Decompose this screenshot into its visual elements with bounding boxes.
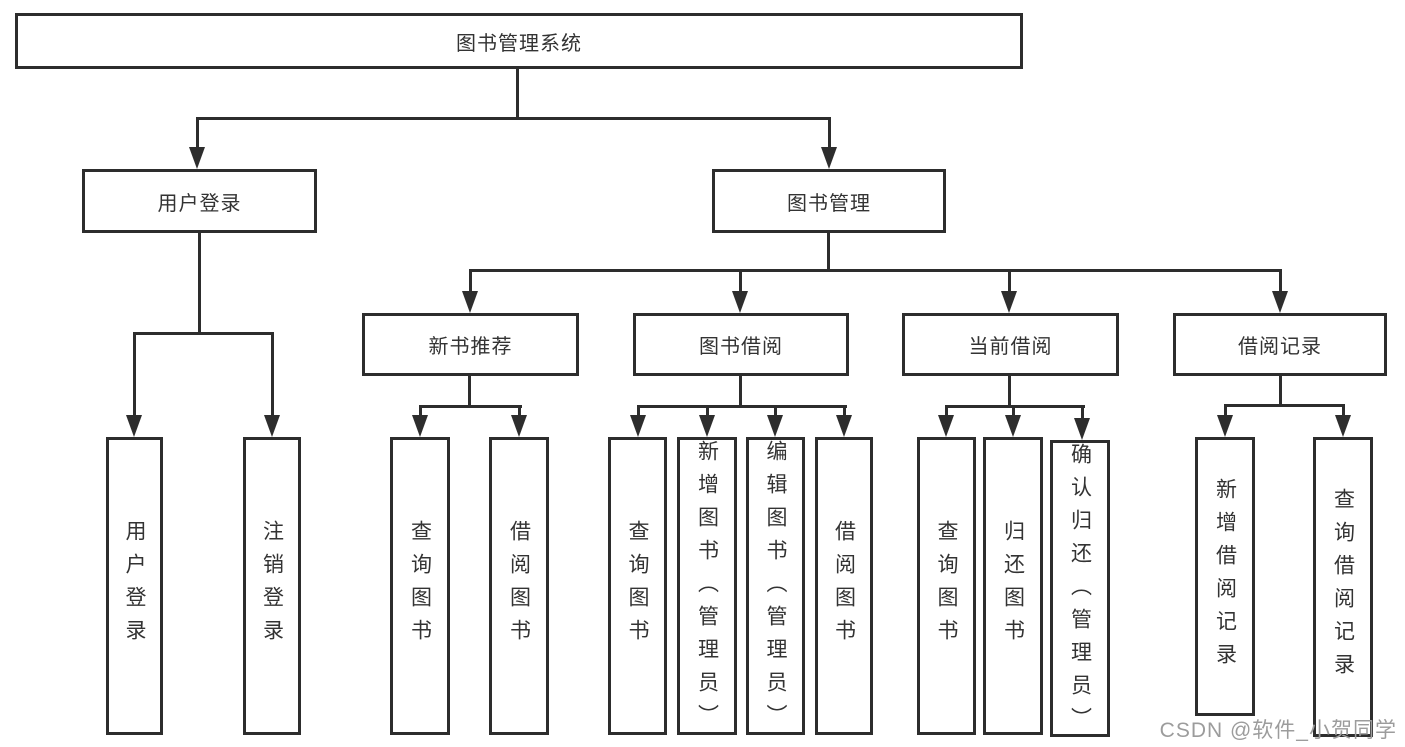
arrow-down-icon bbox=[412, 415, 428, 437]
arrow-down-icon bbox=[1272, 291, 1288, 313]
connector-vline bbox=[1081, 405, 1084, 419]
csdn-watermark: CSDN @软件_小贺同学 bbox=[1159, 719, 1397, 742]
connector-vline bbox=[945, 405, 948, 416]
connector-vline bbox=[133, 332, 136, 415]
connector-vline bbox=[196, 117, 199, 147]
connector-hline bbox=[1224, 404, 1345, 407]
arrow-down-icon bbox=[821, 147, 837, 169]
node-library-management-system: 图书管理系统 bbox=[15, 13, 1023, 69]
node-label: 图书管理 bbox=[787, 192, 871, 215]
node-add-book-admin: 新增图书（管理员） bbox=[677, 437, 737, 737]
node-label: 查询图书 bbox=[935, 520, 958, 652]
node-current-borrowing: 当前借阅 bbox=[902, 313, 1119, 376]
node-book-borrowing: 图书借阅 bbox=[633, 313, 849, 376]
arrow-down-icon bbox=[264, 415, 280, 437]
node-book-management: 图书管理 bbox=[712, 169, 946, 233]
connector-vline bbox=[739, 376, 742, 408]
arrow-down-icon bbox=[699, 415, 715, 437]
node-logout: 注销登录 bbox=[243, 437, 301, 735]
connector-vline bbox=[827, 233, 830, 272]
arrow-down-icon bbox=[189, 147, 205, 169]
node-search-books-recommend: 查询图书 bbox=[390, 437, 450, 735]
arrow-down-icon bbox=[732, 291, 748, 313]
arrow-down-icon bbox=[511, 415, 527, 437]
node-label: 图书借阅 bbox=[699, 336, 783, 358]
node-user-login-group: 用户登录 bbox=[82, 169, 317, 233]
arrow-down-icon bbox=[836, 415, 852, 437]
node-label: 编辑图书（管理员） bbox=[764, 440, 787, 737]
node-label: 借阅图书 bbox=[507, 520, 531, 652]
node-label: 当前借阅 bbox=[968, 336, 1053, 358]
node-label: 用户登录 bbox=[157, 192, 242, 215]
node-label: 查询借阅记录 bbox=[1331, 488, 1355, 686]
connector-vline bbox=[1279, 376, 1282, 407]
node-borrowing-records: 借阅记录 bbox=[1173, 313, 1387, 376]
connector-hline bbox=[133, 332, 274, 335]
connector-vline bbox=[739, 269, 742, 292]
connector-hline bbox=[419, 405, 522, 408]
node-borrow-books-recommend: 借阅图书 bbox=[489, 437, 549, 735]
connector-vline bbox=[1008, 269, 1011, 292]
connector-vline bbox=[469, 269, 472, 292]
arrow-down-icon bbox=[1074, 418, 1090, 440]
node-search-books-current: 查询图书 bbox=[917, 437, 976, 735]
connector-hline bbox=[637, 405, 847, 408]
connector-vline bbox=[198, 233, 201, 334]
node-label: 图书管理系统 bbox=[456, 32, 582, 55]
node-label: 归还图书 bbox=[1001, 520, 1025, 652]
connector-vline bbox=[828, 117, 831, 147]
connector-vline bbox=[637, 405, 640, 416]
arrow-down-icon bbox=[1001, 291, 1017, 313]
node-label: 借阅记录 bbox=[1238, 336, 1322, 358]
connector-hline bbox=[945, 405, 1085, 408]
connector-vline bbox=[774, 405, 777, 416]
node-label: 确认归还（管理员） bbox=[1068, 443, 1092, 740]
arrow-down-icon bbox=[938, 415, 954, 437]
connector-vline bbox=[1008, 376, 1011, 408]
node-edit-book-admin: 编辑图书（管理员） bbox=[746, 437, 805, 737]
node-new-book-recommend: 新书推荐 bbox=[362, 313, 579, 376]
arrow-down-icon bbox=[462, 291, 478, 313]
connector-vline bbox=[518, 405, 521, 416]
node-confirm-return-admin: 确认归还（管理员） bbox=[1050, 440, 1110, 740]
node-borrow-books: 借阅图书 bbox=[815, 437, 873, 735]
node-search-books-borrow: 查询图书 bbox=[608, 437, 667, 735]
connector-vline bbox=[516, 69, 519, 119]
connector-vline bbox=[468, 376, 471, 408]
node-label: 新增借阅记录 bbox=[1213, 477, 1237, 676]
arrow-down-icon bbox=[1005, 415, 1021, 437]
node-add-borrow-record: 新增借阅记录 bbox=[1195, 437, 1255, 716]
connector-hline bbox=[469, 269, 1282, 272]
connector-vline bbox=[419, 405, 422, 416]
arrow-down-icon bbox=[767, 415, 783, 437]
node-label: 新书推荐 bbox=[428, 336, 513, 358]
connector-vline bbox=[706, 405, 709, 416]
node-label: 注销登录 bbox=[260, 520, 284, 652]
arrow-down-icon bbox=[126, 415, 142, 437]
connector-vline bbox=[1012, 405, 1015, 416]
connector-hline bbox=[196, 117, 831, 120]
node-label: 查询图书 bbox=[626, 520, 649, 652]
connector-vline bbox=[1342, 404, 1345, 416]
node-search-borrow-record: 查询借阅记录 bbox=[1313, 437, 1373, 737]
connector-vline bbox=[1279, 269, 1282, 292]
node-label: 查询图书 bbox=[408, 520, 432, 652]
node-return-books: 归还图书 bbox=[983, 437, 1043, 735]
arrow-down-icon bbox=[1335, 415, 1351, 437]
connector-vline bbox=[271, 332, 274, 415]
connector-vline bbox=[843, 405, 846, 416]
node-user-login: 用户登录 bbox=[106, 437, 163, 735]
node-label: 借阅图书 bbox=[832, 520, 856, 652]
connector-vline bbox=[1224, 404, 1227, 416]
node-label: 新增图书（管理员） bbox=[695, 440, 719, 737]
arrow-down-icon bbox=[630, 415, 646, 437]
node-label: 用户登录 bbox=[123, 520, 146, 652]
arrow-down-icon bbox=[1217, 415, 1233, 437]
